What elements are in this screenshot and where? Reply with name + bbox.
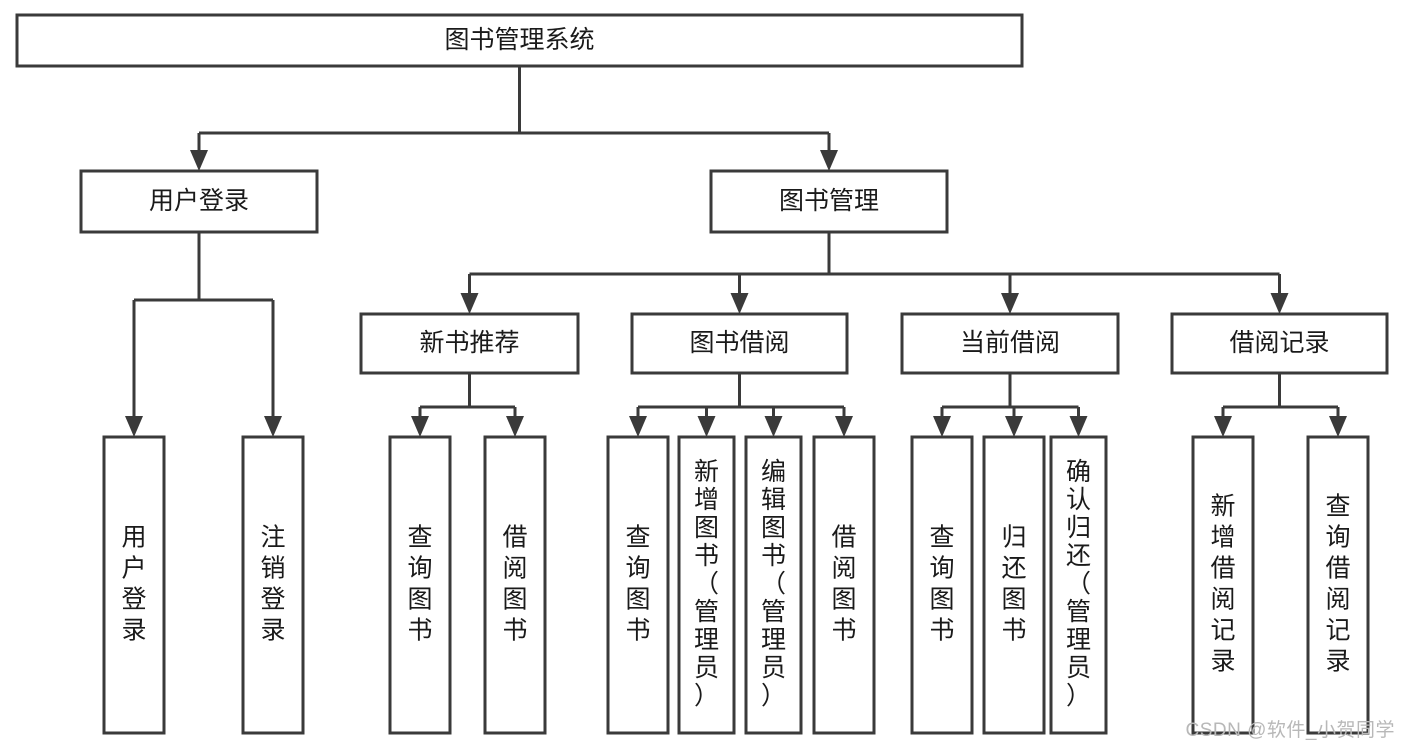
- node-label: 当前借阅: [960, 329, 1060, 357]
- node-label: 借阅图书: [831, 523, 856, 644]
- arrow-head-icon: [697, 416, 716, 437]
- arrow-head-icon: [411, 416, 429, 437]
- arrow-head-icon: [820, 150, 838, 171]
- arrow-head-icon: [730, 293, 749, 314]
- node-box[interactable]: [744, 435, 803, 735]
- node-box[interactable]: [1049, 435, 1108, 735]
- arrow-head-icon: [933, 416, 951, 437]
- node-l2b[interactable]: 图书管理: [709, 169, 949, 234]
- node-box[interactable]: [102, 435, 166, 735]
- nodes-layer: 图书管理系统用户登录图书管理新书推荐图书借阅当前借阅借阅记录用户登录注销登录查询…: [15, 13, 1389, 735]
- arrow-head-icon: [629, 416, 647, 437]
- arrow-head-icon: [764, 416, 783, 437]
- node-box[interactable]: [900, 312, 1120, 375]
- node-box[interactable]: [606, 435, 670, 735]
- node-label: 用户登录: [121, 523, 146, 644]
- node-label: 查询图书: [407, 523, 432, 644]
- arrow-head-icon: [1270, 293, 1289, 314]
- node-box[interactable]: [1170, 312, 1389, 375]
- node-root[interactable]: 图书管理系统: [15, 13, 1024, 68]
- node-l3d[interactable]: 借阅记录: [1170, 312, 1389, 375]
- node-label: 查询借阅记录: [1325, 492, 1350, 675]
- node-box[interactable]: [241, 435, 305, 735]
- arrow-head-icon: [190, 150, 208, 171]
- arrow-head-icon: [1069, 416, 1088, 437]
- node-label: 新增借阅记录: [1210, 492, 1235, 675]
- node-box[interactable]: [677, 435, 736, 735]
- arrow-head-icon: [125, 416, 143, 437]
- node-box[interactable]: [483, 435, 547, 735]
- node-box[interactable]: [1306, 435, 1370, 735]
- node-label: 编辑图书（管理员）: [761, 458, 786, 710]
- node-leaf4[interactable]: 借阅图书: [483, 435, 547, 735]
- node-l3b[interactable]: 图书借阅: [630, 312, 849, 375]
- node-label: 查询图书: [929, 523, 954, 644]
- node-label: 用户登录: [149, 187, 249, 215]
- node-leaf2[interactable]: 注销登录: [241, 435, 305, 735]
- node-box[interactable]: [709, 169, 949, 234]
- watermark-text: CSDN @软件_小贺同学: [1185, 720, 1395, 741]
- arrow-head-icon: [460, 293, 479, 314]
- node-l2a[interactable]: 用户登录: [79, 169, 319, 234]
- node-label: 借阅记录: [1229, 329, 1329, 357]
- node-box[interactable]: [79, 169, 319, 234]
- arrow-head-icon: [506, 416, 524, 437]
- arrow-head-icon: [1005, 416, 1023, 437]
- node-leaf13[interactable]: 查询借阅记录: [1306, 435, 1370, 735]
- node-box[interactable]: [910, 435, 974, 735]
- node-leaf11[interactable]: 确认归还（管理员）: [1049, 435, 1108, 735]
- node-label: 注销登录: [260, 523, 285, 644]
- arrow-head-icon: [1214, 416, 1232, 437]
- node-box[interactable]: [812, 435, 876, 735]
- node-l3c[interactable]: 当前借阅: [900, 312, 1120, 375]
- node-leaf9[interactable]: 查询图书: [910, 435, 974, 735]
- edges-layer: [125, 66, 1347, 437]
- node-box[interactable]: [359, 312, 580, 375]
- node-leaf10[interactable]: 归还图书: [982, 435, 1046, 735]
- arrow-head-icon: [1329, 416, 1347, 437]
- node-label: 确认归还（管理员）: [1066, 458, 1091, 710]
- node-box[interactable]: [630, 312, 849, 375]
- arrow-head-icon: [1001, 293, 1019, 314]
- node-label: 新书推荐: [419, 329, 519, 357]
- node-leaf6[interactable]: 新增图书（管理员）: [677, 435, 736, 735]
- node-leaf12[interactable]: 新增借阅记录: [1191, 435, 1255, 735]
- node-leaf1[interactable]: 用户登录: [102, 435, 166, 735]
- node-label: 借阅图书: [502, 523, 527, 644]
- node-label: 图书管理: [779, 187, 879, 215]
- node-leaf3[interactable]: 查询图书: [388, 435, 452, 735]
- node-box[interactable]: [1191, 435, 1255, 735]
- node-leaf5[interactable]: 查询图书: [606, 435, 670, 735]
- node-label: 归还图书: [1001, 523, 1026, 644]
- node-box[interactable]: [388, 435, 452, 735]
- node-label: 新增图书（管理员）: [694, 458, 719, 710]
- arrow-head-icon: [264, 416, 282, 437]
- node-label: 图书管理系统: [444, 26, 594, 54]
- node-l3a[interactable]: 新书推荐: [359, 312, 580, 375]
- node-leaf7[interactable]: 编辑图书（管理员）: [744, 435, 803, 735]
- node-box[interactable]: [982, 435, 1046, 735]
- node-leaf8[interactable]: 借阅图书: [812, 435, 876, 735]
- node-label: 图书借阅: [689, 329, 789, 357]
- node-label: 查询图书: [625, 523, 650, 644]
- arrow-head-icon: [835, 416, 853, 437]
- node-box[interactable]: [15, 13, 1024, 68]
